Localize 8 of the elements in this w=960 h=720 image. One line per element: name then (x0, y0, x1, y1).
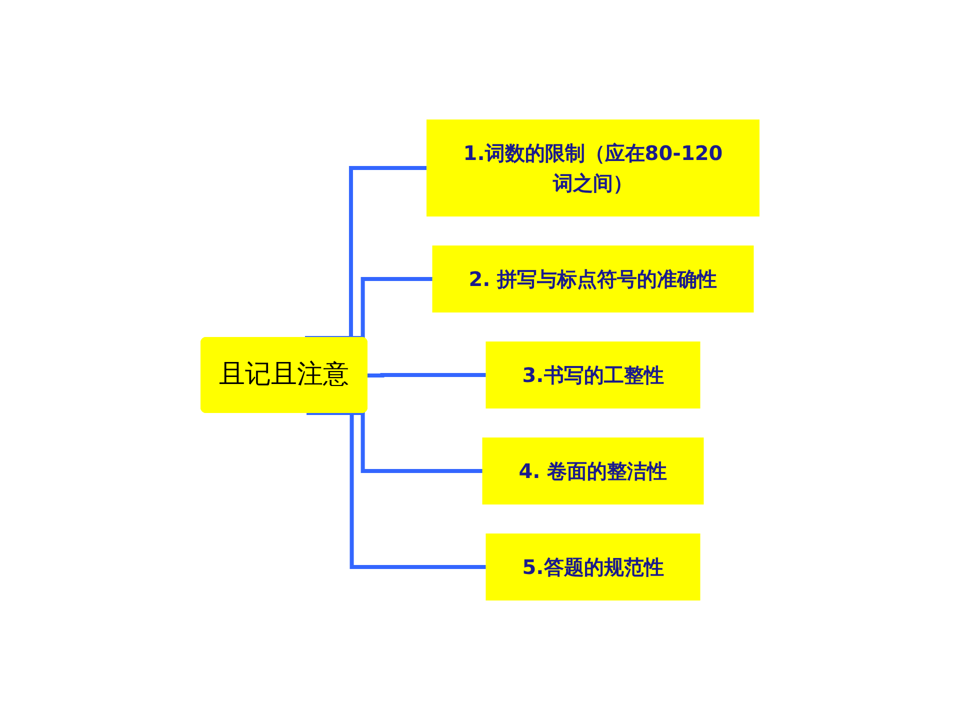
node-box: 3.书写的工整性 (486, 342, 700, 408)
node-box: 2. 拼写与标点符号的准确性 (432, 246, 754, 312)
node-box: 4. 卷面的整洁性 (482, 438, 704, 504)
node-box: 1.词数的限制（应在80-120词之间） (426, 120, 760, 216)
connector (304, 166, 427, 340)
node-box: 5.答题的规范性 (486, 534, 700, 600)
connector (306, 411, 486, 569)
connector (368, 373, 486, 378)
